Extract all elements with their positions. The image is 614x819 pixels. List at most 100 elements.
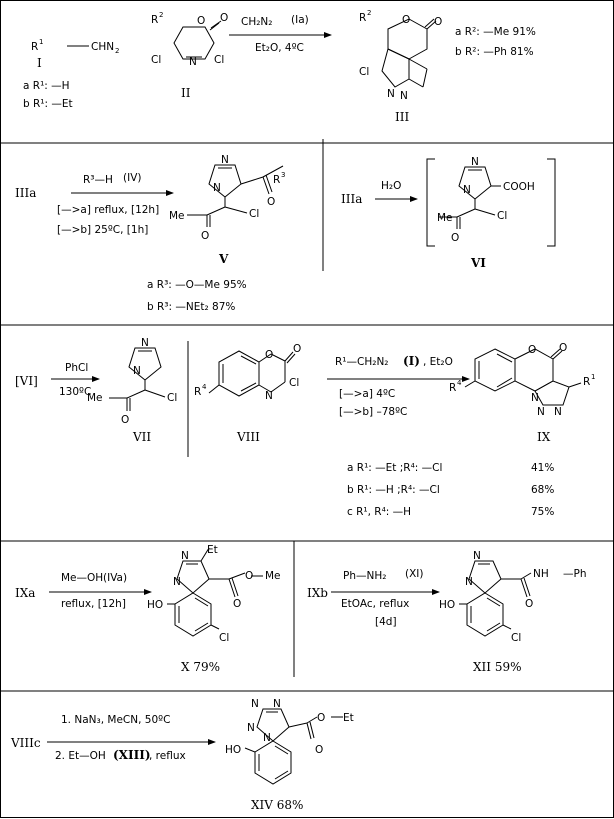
scheme6-conditions: reflux, [12h] <box>61 598 126 610</box>
start-IXb: IXb <box>307 586 328 600</box>
svg-text:O: O <box>559 342 567 354</box>
svg-text:Et: Et <box>343 712 354 724</box>
start-VI: [VI] <box>15 374 38 388</box>
svg-text:O: O <box>317 712 325 724</box>
compound-I-sub-a: a R¹: —H <box>23 80 70 92</box>
bracket-left <box>426 158 435 247</box>
svg-text:N: N <box>263 732 271 744</box>
compound-I-sub-b: b R¹: —Et <box>23 98 73 110</box>
svg-text:R: R <box>449 382 456 394</box>
compound-VIII-structure <box>208 350 296 397</box>
svg-text:N: N <box>473 550 481 562</box>
compound-I-formula: R <box>31 41 38 53</box>
IX-row-b-sub: b R¹: —H ;R⁴: —Cl <box>347 484 440 496</box>
compound-VII-structure <box>109 347 166 411</box>
svg-text:N: N <box>189 56 197 68</box>
svg-text:Me: Me <box>437 212 453 224</box>
bracket-right <box>547 158 556 247</box>
svg-text:O: O <box>245 570 253 582</box>
svg-text:O: O <box>220 12 228 24</box>
svg-text:Cl: Cl <box>219 632 229 644</box>
svg-text:1: 1 <box>39 38 43 46</box>
svg-text:2: 2 <box>115 47 119 55</box>
svg-text:O: O <box>315 744 323 756</box>
svg-text:HO: HO <box>147 599 163 611</box>
IX-row-c-sub: c R¹, R⁴: —H <box>347 506 411 518</box>
svg-text:N: N <box>251 698 259 710</box>
scheme5-cond-a: [—>a] 4ºC <box>339 388 395 400</box>
svg-text:O: O <box>267 196 275 208</box>
scheme2-reagent: R³—H <box>83 174 113 186</box>
compound-VIII-label: VIII <box>236 430 260 444</box>
svg-text:Me: Me <box>87 392 103 404</box>
compound-XII-label: XII 59% <box>473 660 522 674</box>
svg-text:O: O <box>451 232 459 244</box>
svg-text:O: O <box>201 230 209 242</box>
compound-XII-structure <box>459 560 532 637</box>
svg-text:Cl: Cl <box>511 632 521 644</box>
scheme1-reagent: CH₂N₂ <box>241 16 273 28</box>
scheme6-reagent-ref: (IVa) <box>103 572 127 584</box>
svg-text:R: R <box>151 14 158 26</box>
svg-text:N: N <box>141 337 149 349</box>
scheme7-time: [4d] <box>375 616 397 628</box>
svg-text:R: R <box>583 376 590 388</box>
scheme2-cond-a: [—>a] reflux, [12h] <box>57 204 159 216</box>
IX-row-c-yield: 75% <box>531 506 554 518</box>
svg-text:O: O <box>293 343 301 355</box>
compound-XIV-label: XIV 68% <box>251 798 303 812</box>
III-yield-a: a R²: —Me 91% <box>455 26 536 38</box>
compound-II-label: II <box>181 86 191 100</box>
scheme1-conditions: Et₂O, 4ºC <box>255 42 304 54</box>
scheme8-step2-ref: (XIII) <box>113 748 151 762</box>
svg-text:O: O <box>434 16 442 28</box>
svg-text:Me: Me <box>265 570 281 582</box>
svg-text:N: N <box>221 154 229 166</box>
compound-X-label: X 79% <box>181 660 220 674</box>
svg-text:N: N <box>133 365 141 377</box>
svg-text:N: N <box>471 156 479 168</box>
scheme7-reagent: Ph—NH₂ <box>343 570 386 582</box>
start-IIIa-2: IIIa <box>341 192 362 206</box>
svg-text:R: R <box>194 386 201 398</box>
svg-text:Cl: Cl <box>214 54 224 66</box>
svg-text:N: N <box>537 406 545 418</box>
IX-row-a-sub: a R¹: —Et ;R⁴: —Cl <box>347 462 442 474</box>
svg-text:N: N <box>400 90 408 102</box>
IX-row-a-yield: 41% <box>531 462 554 474</box>
svg-text:1: 1 <box>591 373 595 381</box>
svg-text:N: N <box>465 576 473 588</box>
svg-text:Cl: Cl <box>249 208 259 220</box>
compound-VI-structure <box>439 166 501 229</box>
svg-text:O: O <box>265 349 273 361</box>
compound-III-structure <box>381 18 437 88</box>
compound-I-label: I <box>37 56 42 70</box>
svg-text:O: O <box>402 14 410 26</box>
start-IXa: IXa <box>15 586 35 600</box>
scheme4-reagent: PhCl <box>65 362 88 374</box>
start-IIIa: IIIa <box>15 186 36 200</box>
III-yield-b: b R²: —Ph 81% <box>455 46 534 58</box>
compound-V-label: V <box>218 252 229 266</box>
svg-text:O: O <box>121 414 129 426</box>
compound-XIV-structure <box>244 708 343 785</box>
svg-text:Cl: Cl <box>289 377 299 389</box>
compound-I-group: CHN <box>91 41 114 53</box>
compound-IX-label: IX <box>537 430 551 444</box>
svg-text:N: N <box>387 88 395 100</box>
svg-text:HO: HO <box>225 744 241 756</box>
scheme6-reagent: Me—OH <box>61 572 103 584</box>
VI-acid-group: COOH <box>503 181 535 193</box>
svg-text:Cl: Cl <box>167 392 177 404</box>
scheme8-step1: 1. NaN₃, MeCN, 50ºC <box>61 714 170 726</box>
V-yield-a: a R³: —O—Me 95% <box>147 279 247 291</box>
svg-text:O: O <box>233 598 241 610</box>
scheme5-cond-b: [—>b] –78ºC <box>339 406 407 418</box>
compound-II-structure <box>173 20 222 60</box>
compound-IX-structure <box>464 348 582 406</box>
svg-text:N: N <box>273 698 281 710</box>
scheme5-solvent: , Et₂O <box>423 356 453 368</box>
svg-text:—Ph: —Ph <box>563 568 587 580</box>
